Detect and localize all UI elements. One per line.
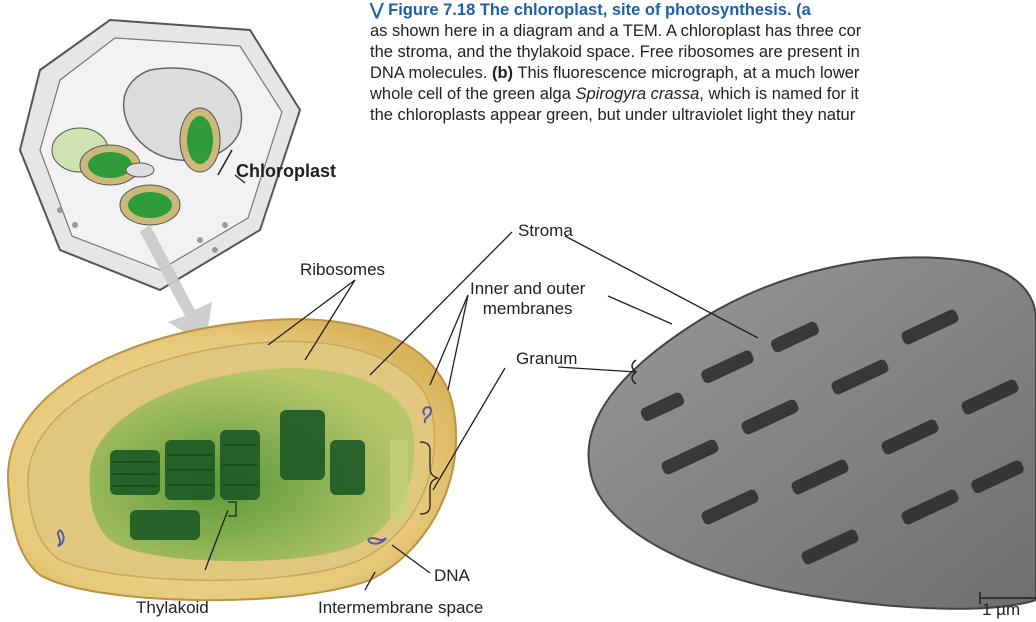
label-scale-bar: 1 µm — [982, 600, 1020, 620]
label-ribosomes: Ribosomes — [300, 260, 385, 280]
label-membranes: Inner and outer membranes — [470, 279, 585, 319]
label-granum: Granum — [516, 349, 577, 369]
label-chloroplast: Chloroplast — [236, 161, 336, 182]
cell-chloroplast-3 — [120, 185, 180, 225]
label-membranes-line2: membranes — [483, 299, 573, 318]
chloroplast-diagram — [8, 319, 456, 600]
label-intermembrane-space: Intermembrane space — [318, 598, 483, 618]
cell-chloroplast-2 — [180, 108, 220, 172]
label-thylakoid: Thylakoid — [136, 598, 209, 618]
label-stroma: Stroma — [518, 221, 573, 241]
tem-micrograph — [588, 258, 1036, 609]
label-membranes-line1: Inner and outer — [470, 279, 585, 298]
label-dna: DNA — [434, 566, 470, 586]
